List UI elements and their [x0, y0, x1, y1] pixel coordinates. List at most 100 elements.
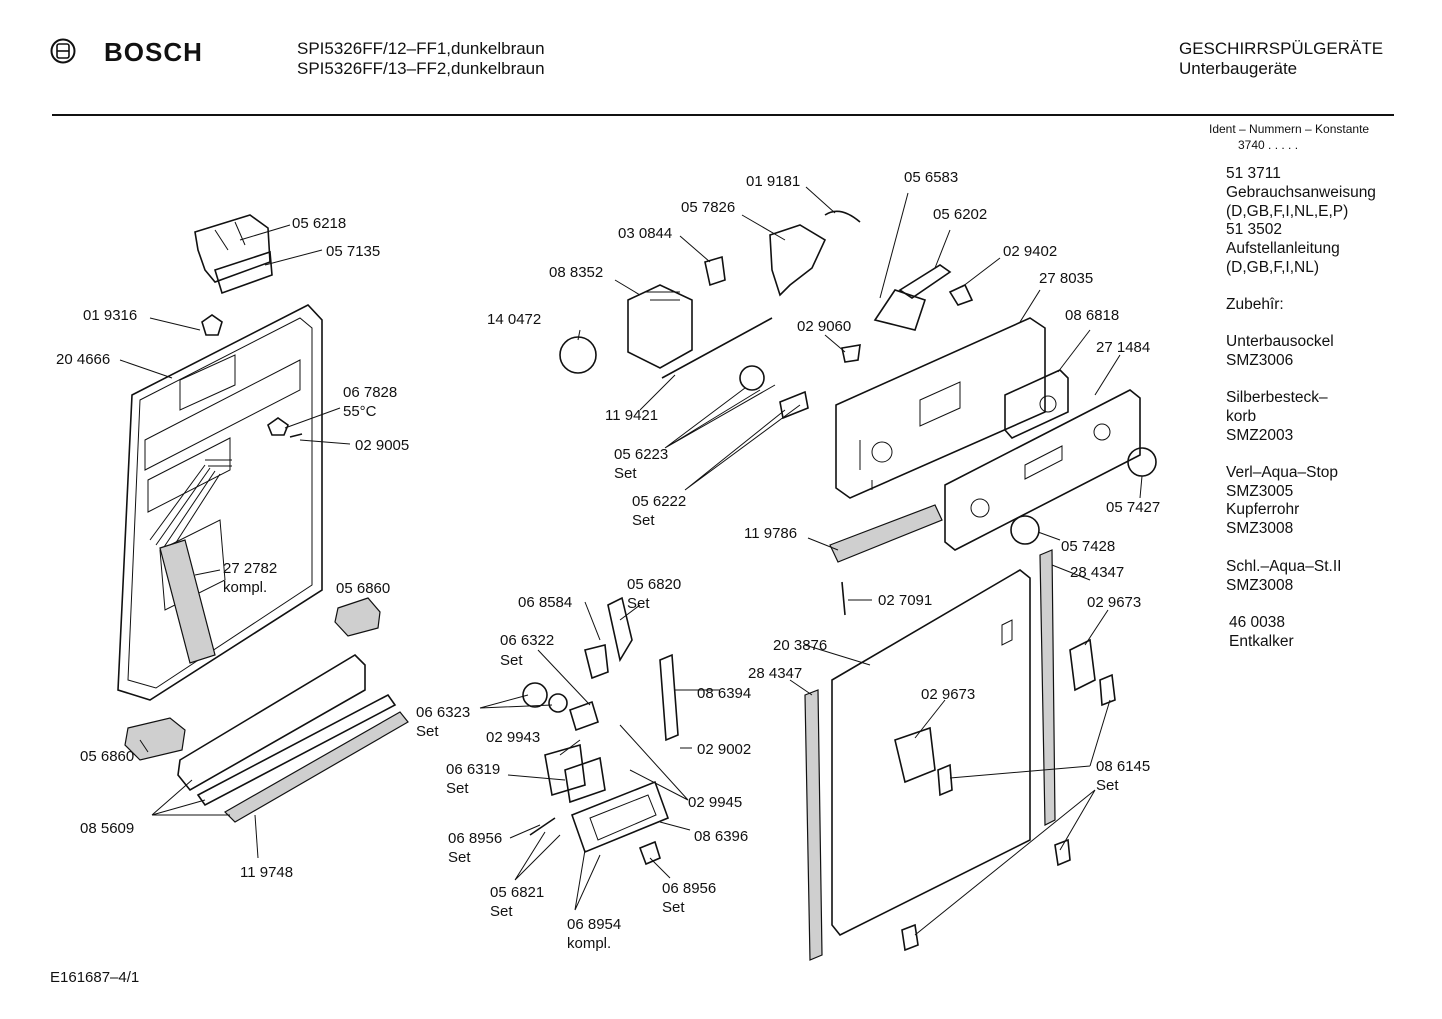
part-label: 11 9421 — [605, 407, 659, 424]
sidebar-entry: (D,GB,F,I,NL) — [1226, 259, 1320, 276]
part-label: Set — [662, 899, 685, 916]
handle-086396 — [570, 780, 670, 854]
part-label: 05 6821 — [490, 884, 545, 901]
bracket-086145-3 — [1054, 838, 1071, 867]
fascia-271484 — [944, 389, 1141, 551]
control-panel-278035 — [835, 317, 1046, 499]
clip-029402 — [948, 283, 974, 306]
part-label: 08 5609 — [80, 820, 135, 837]
plate-066319 — [564, 756, 606, 804]
part-label: 02 9060 — [797, 318, 852, 335]
part-label: 28 4347 — [748, 665, 803, 682]
part-label: 06 6323 — [416, 704, 471, 721]
sidebar-entry: Entkalker — [1229, 633, 1294, 650]
part-label: 06 6319 — [446, 761, 501, 778]
handle-inner — [589, 794, 657, 841]
part-label: 02 9673 — [921, 686, 976, 703]
knob-057428 — [1010, 515, 1040, 545]
part-label: 20 3876 — [773, 637, 828, 654]
part-label: Set — [446, 780, 469, 797]
part-label: kompl. — [567, 935, 612, 952]
sidebar-entry: SMZ2003 — [1226, 427, 1294, 444]
part-label: 08 6818 — [1065, 307, 1120, 324]
sidebar-entry: 46 0038 — [1229, 614, 1286, 631]
part-label: 05 6223 — [614, 446, 669, 463]
spring-068956 — [529, 817, 556, 836]
screw-027091 — [841, 581, 846, 616]
knob-057427 — [1127, 447, 1157, 477]
foot-block-right — [334, 597, 381, 637]
header-divider — [52, 114, 1394, 116]
part-label: 02 9402 — [1003, 243, 1058, 260]
category-title: GESCHIRRSPÜLGERÄTE — [1179, 39, 1384, 58]
wheel-056223 — [739, 365, 765, 391]
part-label: Set — [490, 903, 513, 920]
bottom-rail-upper — [177, 653, 366, 792]
part-label: 28 4347 — [1070, 564, 1125, 581]
part-label: 27 2782 — [223, 560, 278, 577]
part-label: kompl. — [223, 579, 268, 596]
sidebar-entry: Aufstellanleitung — [1226, 240, 1340, 257]
sidebar-entry: Silberbesteck– — [1226, 389, 1328, 406]
hinge-029673-center — [894, 726, 936, 784]
sidebar-entry: Gebrauchsanweisung — [1226, 184, 1376, 201]
part-label: 08 6396 — [694, 828, 749, 845]
part-label: 27 8035 — [1039, 270, 1094, 287]
seal-066323-b — [548, 693, 568, 713]
part-label: 01 9316 — [83, 307, 138, 324]
ident-value: 3740 . . . . . — [1238, 138, 1299, 152]
sidebar-entry: Zubehîr: — [1226, 296, 1284, 313]
door-latch-parts — [194, 214, 273, 295]
part-label: Set — [627, 595, 650, 612]
sidebar-entry: SMZ3005 — [1226, 483, 1294, 500]
part-label: 55°C — [343, 403, 377, 420]
knob-068956 — [638, 840, 661, 866]
part-label: 05 7135 — [326, 243, 381, 260]
cable-019181 — [824, 210, 861, 223]
rod-119421 — [661, 317, 773, 379]
leader-lines — [119, 186, 1143, 936]
part-label: 14 0472 — [487, 311, 542, 328]
sidebar-entry: SMZ3008 — [1226, 577, 1294, 594]
bracket-056583 — [873, 289, 927, 331]
bracket-086145-2 — [937, 763, 953, 797]
part-label: Set — [614, 465, 637, 482]
side-strip-right — [1039, 549, 1056, 826]
sidebar-entry: SMZ3008 — [1226, 520, 1294, 537]
part-label: 02 9002 — [697, 741, 752, 758]
part-label: Set — [448, 849, 471, 866]
clip-part — [201, 314, 223, 336]
part-label: 03 0844 — [618, 225, 673, 242]
part-label: 02 9945 — [688, 794, 743, 811]
door-strip-part — [159, 539, 216, 664]
bottom-rail-lower — [196, 693, 397, 807]
part-label: Set — [416, 723, 439, 740]
part-label: 05 6860 — [80, 748, 135, 765]
sidebar-entry: Verl–Aqua–Stop — [1226, 464, 1339, 481]
strip-119786 — [829, 504, 943, 563]
part-label: 05 6222 — [632, 493, 687, 510]
clips-056222 — [779, 390, 809, 420]
thermostat-part — [267, 417, 289, 436]
part-label: 02 9673 — [1087, 594, 1142, 611]
part-label: 01 9181 — [746, 173, 801, 190]
part-label: 02 7091 — [878, 592, 933, 609]
bracket-056820 — [607, 596, 633, 663]
sidebar-entry: korb — [1226, 408, 1257, 425]
sensor-056202 — [898, 264, 952, 299]
part-label: 06 8584 — [518, 594, 573, 611]
sidebar-entry: 51 3711 — [1226, 165, 1281, 182]
cylinder-066323 — [569, 700, 599, 732]
side-strip-left — [804, 689, 823, 961]
part-label: 27 1484 — [1096, 339, 1151, 356]
sidebar-entry: (D,GB,F,I,NL,E,P) — [1226, 203, 1349, 220]
inner-door-panel — [117, 304, 323, 701]
clip-068584 — [584, 644, 609, 680]
part-label: 06 8956 — [448, 830, 503, 847]
drawing-code: E161687–4/1 — [50, 969, 140, 986]
timer-part — [627, 284, 693, 369]
part-label: Set — [500, 652, 523, 669]
part-label: Set — [632, 512, 655, 529]
part-label: 05 6218 — [292, 215, 347, 232]
